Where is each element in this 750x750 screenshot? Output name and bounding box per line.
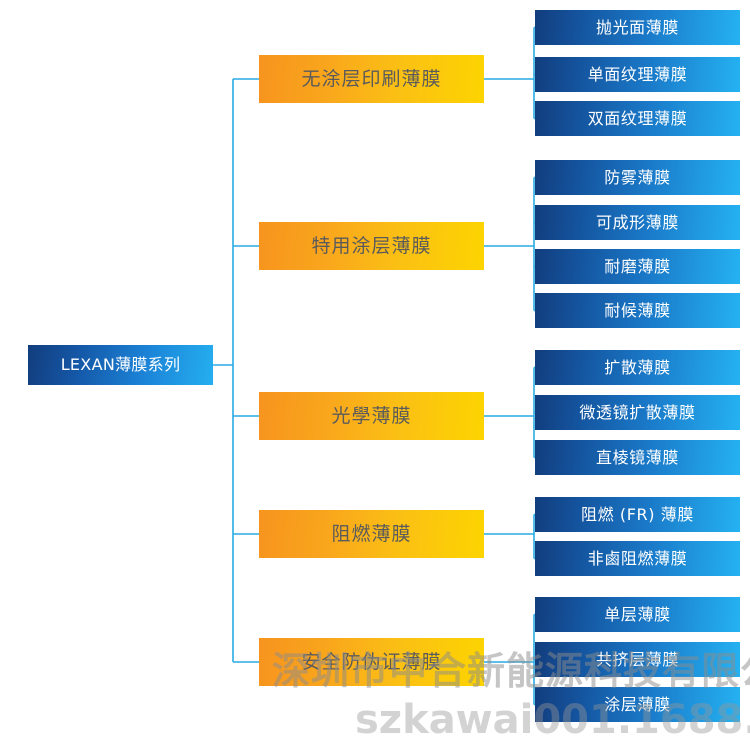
branch-node-label: 阻燃薄膜 (331, 522, 412, 545)
branch-node[interactable]: 特用涂层薄膜 (259, 222, 484, 270)
leaf-node-label: 涂层薄膜 (604, 694, 671, 714)
branch-node[interactable]: 阻燃薄膜 (259, 510, 484, 558)
leaf-node-label: 耐候薄膜 (604, 300, 671, 320)
leaf-node-label: 微透镜扩散薄膜 (579, 402, 696, 422)
leaf-node[interactable]: 耐磨薄膜 (535, 249, 740, 284)
leaf-node-label: 非鹵阻燃薄膜 (587, 548, 688, 568)
branch-node-label: 光學薄膜 (331, 404, 412, 427)
root-node-lexan-film-series[interactable]: LEXAN薄膜系列 (28, 345, 213, 385)
leaf-node-label: 扩散薄膜 (604, 357, 671, 377)
leaf-node[interactable]: 直棱镜薄膜 (535, 440, 740, 475)
branch-node-label: 无涂层印刷薄膜 (301, 67, 442, 90)
leaf-node[interactable]: 阻燃 (FR) 薄膜 (535, 497, 740, 532)
leaf-node-label: 防雾薄膜 (604, 167, 671, 187)
leaf-node[interactable]: 防雾薄膜 (535, 160, 740, 195)
leaf-node-label: 双面纹理薄膜 (587, 108, 688, 128)
leaf-node[interactable]: 可成形薄膜 (535, 205, 740, 240)
branch-node-label: 安全防伪证薄膜 (301, 650, 442, 673)
leaf-node-label: 耐磨薄膜 (604, 256, 671, 276)
leaf-node-label: 单层薄膜 (604, 604, 671, 624)
leaf-node-label: 可成形薄膜 (595, 212, 679, 232)
leaf-node[interactable]: 微透镜扩散薄膜 (535, 395, 740, 430)
leaf-node-label: 阻燃 (FR) 薄膜 (581, 504, 694, 524)
branch-node-label: 特用涂层薄膜 (311, 234, 432, 257)
leaf-node[interactable]: 扩散薄膜 (535, 350, 740, 385)
leaf-node[interactable]: 抛光面薄膜 (535, 10, 740, 45)
leaf-node-label: 共挤层薄膜 (595, 649, 679, 669)
branch-node[interactable]: 无涂层印刷薄膜 (259, 55, 484, 103)
leaf-node[interactable]: 双面纹理薄膜 (535, 101, 740, 136)
leaf-node[interactable]: 耐候薄膜 (535, 293, 740, 328)
branch-node[interactable]: 光學薄膜 (259, 392, 484, 440)
leaf-node[interactable]: 单层薄膜 (535, 597, 740, 632)
leaf-node-label: 单面纹理薄膜 (587, 64, 688, 84)
root-node-label: LEXAN薄膜系列 (60, 355, 181, 375)
branch-node[interactable]: 安全防伪证薄膜 (259, 638, 484, 686)
leaf-node-label: 抛光面薄膜 (595, 17, 679, 37)
leaf-node[interactable]: 涂层薄膜 (535, 687, 740, 722)
leaf-node[interactable]: 单面纹理薄膜 (535, 57, 740, 92)
leaf-node-label: 直棱镜薄膜 (595, 447, 679, 467)
leaf-node[interactable]: 非鹵阻燃薄膜 (535, 541, 740, 576)
leaf-node[interactable]: 共挤层薄膜 (535, 642, 740, 677)
